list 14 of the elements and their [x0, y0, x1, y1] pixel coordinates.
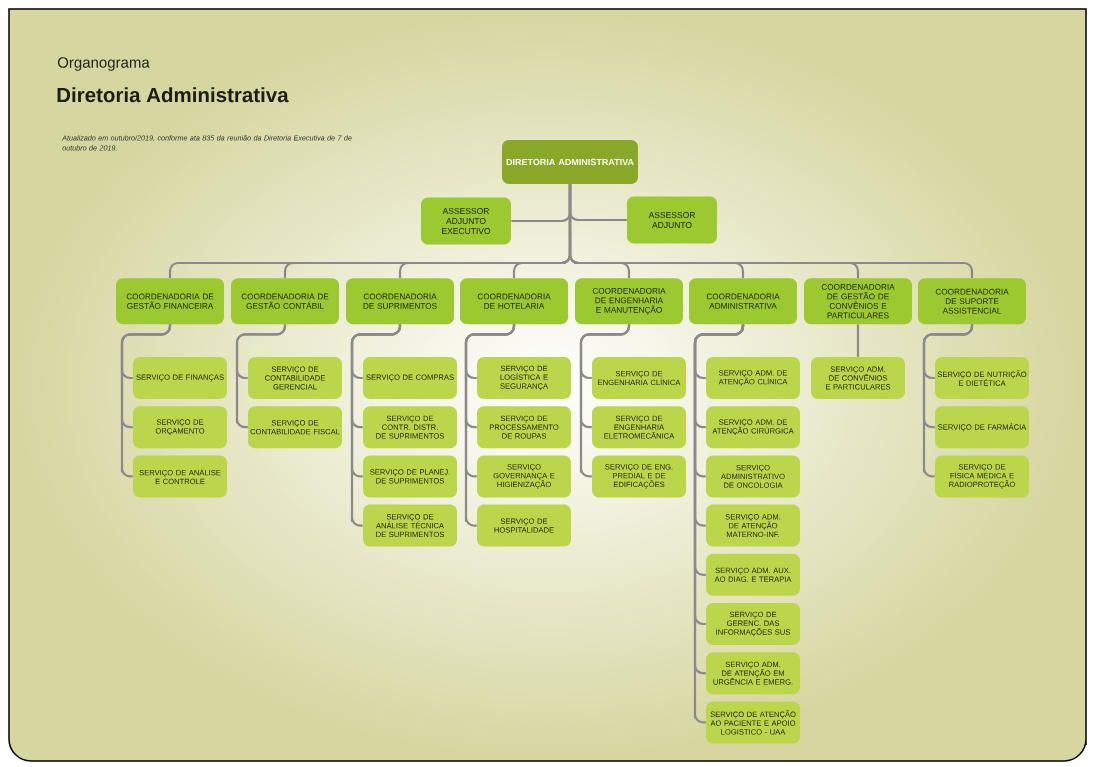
director-box: DIRETORIA ADMINISTRATIVA [502, 140, 638, 184]
connector-line [856, 324, 860, 357]
coordination-box: COORDENADORIA DE SUPRIMENTOS [346, 278, 454, 325]
coordination-box: COORDENADORIA DE SUPORTE ASSISTENCIAL [918, 278, 1026, 325]
advisor-box: ASSESSOR ADJUNTO EXECUTIVO [421, 197, 511, 245]
coordination-box: COORDENADORIA DE GESTÃO CONTÁBIL [231, 278, 339, 325]
coordination-box: COORDENADORIA ADMINISTRATIVA [689, 278, 797, 325]
title: Diretoria Administrativa [57, 87, 289, 103]
coordination-box: COORDENADORIA DE GESTÃO FINANCEIRA [116, 278, 224, 325]
coordination-box: COORDENADORIA DE HOTELARIA [460, 278, 568, 325]
coordination-box: COORDENADORIA DE ENGENHARIA E MANUTENÇÃO [575, 278, 683, 325]
coordination-box: COORDENADORIA DE GESTÃO DE CONVÊNIOS E PARTICULARES [804, 278, 912, 325]
title: Organograma [57, 57, 150, 71]
advisor-box: ASSESSOR ADJUNTO [627, 196, 717, 244]
